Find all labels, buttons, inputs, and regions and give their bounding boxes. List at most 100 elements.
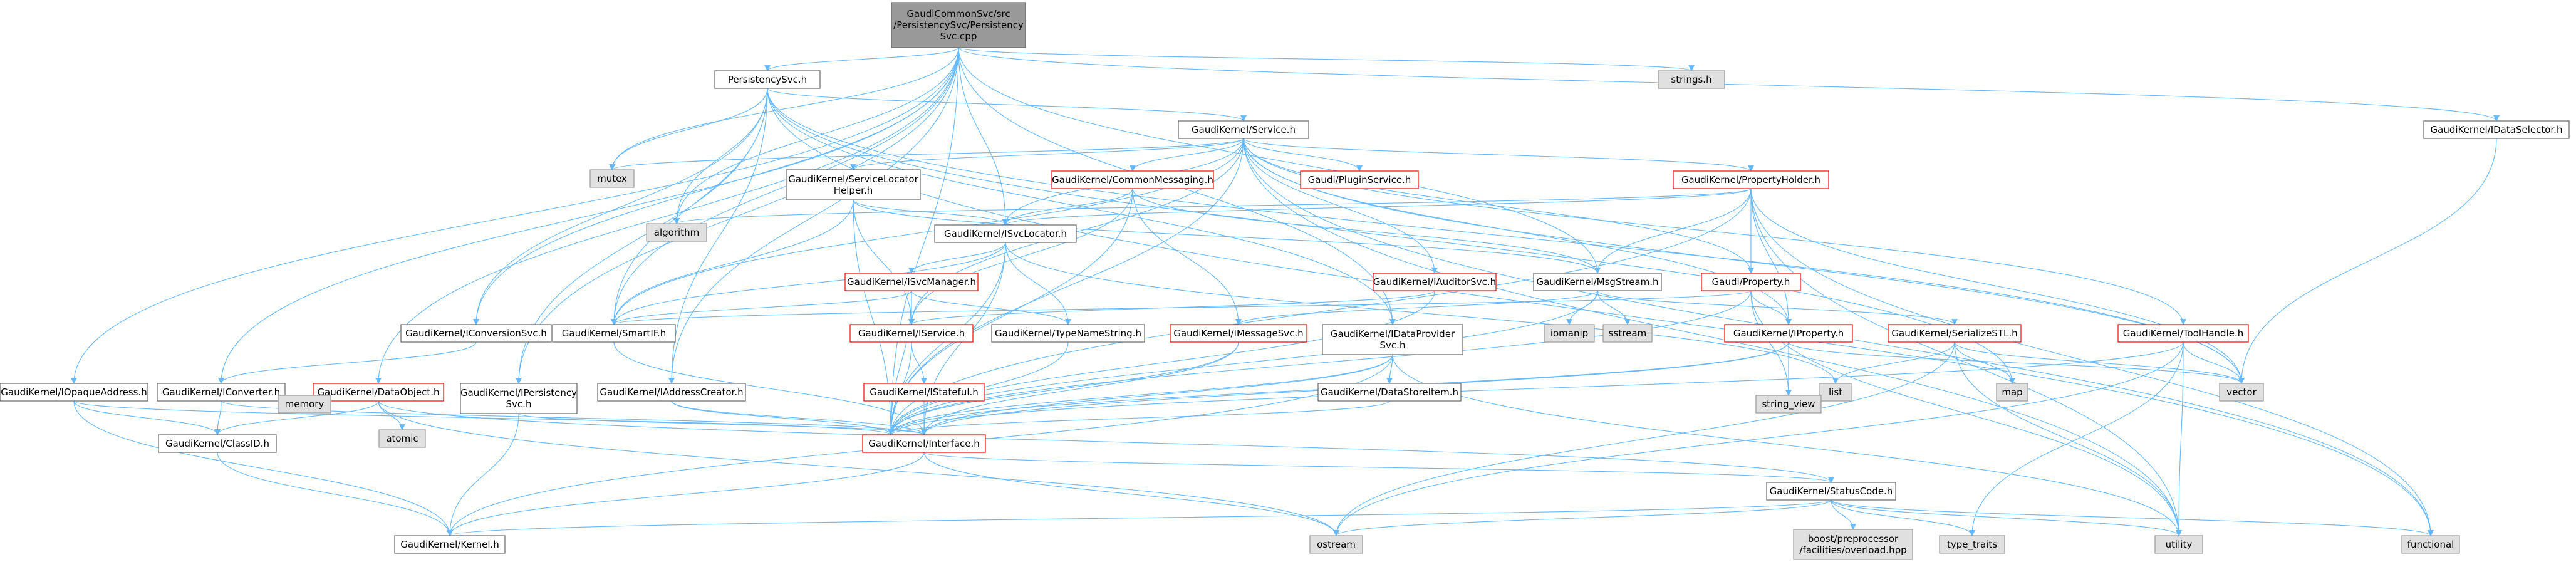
node-utility-label: utility — [2166, 539, 2193, 550]
edge-propertyholder-to-isvclocator — [1002, 188, 1752, 226]
node-toolhandle[interactable]: GaudiKernel/ToolHandle.h — [2117, 324, 2249, 343]
node-interface[interactable]: GaudiKernel/Interface.h — [862, 434, 986, 453]
node-list-label: list — [1829, 387, 1842, 398]
node-iopaqueaddress[interactable]: GaudiKernel/IOpaqueAddress.h — [0, 383, 148, 402]
node-kernel-label: GaudiKernel/Kernel.h — [400, 539, 499, 550]
node-iauditorsvc[interactable]: GaudiKernel/IAuditorSvc.h — [1373, 273, 1497, 291]
node-iaddresscreator-label: GaudiKernel/IAddressCreator.h — [600, 387, 743, 398]
edge-isvcmanager-to-typenamestring — [911, 290, 1071, 325]
edge-toolhandle-to-type_traits — [1969, 341, 2184, 536]
edge-toolhandle-to-ostream — [1333, 341, 2184, 536]
node-service[interactable]: GaudiKernel/Service.h — [1178, 120, 1309, 139]
node-pluginservice-box — [1300, 170, 1419, 189]
edge-smartif-to-interface — [613, 341, 927, 435]
node-idataselector-box — [2423, 120, 2570, 139]
node-type_traits-box — [1939, 535, 2005, 554]
node-iauditorsvc-box — [1373, 273, 1497, 291]
node-commonmessaging-label: GaudiKernel/CommonMessaging.h — [1052, 174, 1213, 185]
edge-serializestl-to-list — [1832, 341, 1955, 384]
node-serializestl-box — [1888, 324, 2022, 343]
node-pluginservice[interactable]: Gaudi/PluginService.h — [1300, 170, 1419, 189]
node-serializestl[interactable]: GaudiKernel/SerializeSTL.h — [1888, 324, 2022, 343]
node-functional-label: functional — [2407, 539, 2454, 550]
edge-isvcmanager-to-string — [888, 290, 912, 435]
node-root[interactable]: GaudiCommonSvc/src/PersistencySvc/Persis… — [891, 2, 1026, 48]
node-istateful[interactable]: GaudiKernel/IStateful.h — [863, 383, 985, 402]
node-mutex: mutex — [589, 169, 635, 188]
edge-propertyholder-to-iproperty — [1750, 188, 1792, 325]
edge-svclocatorhelper-to-isvclocator — [853, 199, 1009, 226]
edge-statuscode-to-ostream — [1333, 499, 1832, 536]
node-classid[interactable]: GaudiKernel/ClassID.h — [158, 434, 277, 453]
node-iproperty[interactable]: GaudiKernel/IProperty.h — [1724, 324, 1853, 343]
edge-persistency-to-algorithm — [673, 88, 768, 224]
edge-isvcmanager-to-smartif — [611, 290, 912, 325]
node-pluginservice-label: Gaudi/PluginService.h — [1308, 174, 1411, 185]
node-idataselector-label: GaudiKernel/IDataSelector.h — [2431, 124, 2563, 135]
node-msgstream-label: GaudiKernel/MsgStream.h — [1536, 276, 1658, 288]
node-vector-label: vector — [2226, 387, 2257, 398]
node-isvclocator-box — [934, 224, 1077, 243]
node-iservice-box — [849, 324, 974, 343]
node-dataobject-box — [313, 383, 444, 402]
node-typenamestring[interactable]: GaudiKernel/TypeNameString.h — [991, 324, 1145, 343]
node-dataobject[interactable]: GaudiKernel/DataObject.h — [313, 383, 444, 402]
node-statuscode-label: GaudiKernel/StatusCode.h — [1770, 486, 1893, 497]
edge-persistency-to-mutex — [609, 88, 768, 170]
node-svclocatorhelper-box — [786, 169, 921, 200]
node-list-box — [1819, 383, 1852, 402]
node-iconversionsvc[interactable]: GaudiKernel/IConversionSvc.h — [400, 324, 552, 343]
node-isvcmanager-label: GaudiKernel/ISvcManager.h — [847, 276, 976, 288]
edge-service-to-iauditorsvc — [1243, 138, 1438, 274]
node-utility-box — [2154, 535, 2203, 554]
edge-datastoreitem-to-string — [888, 400, 1390, 435]
node-string_view: string_view — [1755, 395, 1822, 414]
node-idataselector[interactable]: GaudiKernel/IDataSelector.h — [2423, 120, 2570, 139]
edge-msgstream-to-serializestl — [1597, 290, 1958, 325]
node-persistency[interactable]: PersistencySvc.h — [714, 70, 821, 89]
node-iconversionsvc-box — [400, 324, 552, 343]
edge-interface-to-kernel — [447, 452, 925, 536]
node-iproperty-label: GaudiKernel/IProperty.h — [1733, 328, 1844, 339]
node-commonmessaging[interactable]: GaudiKernel/CommonMessaging.h — [1051, 170, 1214, 189]
edge-propertyholder-to-utility — [1750, 188, 2182, 536]
node-type_traits-label: type_traits — [1947, 539, 1997, 551]
node-memory-label: memory — [285, 398, 325, 410]
node-isvclocator[interactable]: GaudiKernel/ISvcLocator.h — [934, 224, 1077, 243]
node-iaddresscreator[interactable]: GaudiKernel/IAddressCreator.h — [597, 383, 746, 402]
node-msgstream[interactable]: GaudiKernel/MsgStream.h — [1533, 273, 1662, 291]
edge-service-to-string — [888, 138, 1244, 435]
edge-service-to-propertyholder — [1243, 138, 1754, 172]
edge-interface-to-statuscode — [923, 452, 1834, 483]
node-datastoreitem[interactable]: GaudiKernel/DataStoreItem.h — [1317, 383, 1462, 402]
node-isvcmanager[interactable]: GaudiKernel/ISvcManager.h — [844, 273, 979, 291]
node-interface-label: GaudiKernel/Interface.h — [868, 438, 980, 449]
node-gproperty[interactable]: Gaudi/Property.h — [1701, 273, 1801, 291]
node-iservice[interactable]: GaudiKernel/IService.h — [849, 324, 974, 343]
node-datastoreitem-label: GaudiKernel/DataStoreItem.h — [1321, 387, 1458, 398]
node-propertyholder[interactable]: GaudiKernel/PropertyHolder.h — [1673, 170, 1829, 189]
node-kernel[interactable]: GaudiKernel/Kernel.h — [394, 535, 506, 554]
node-iconverter[interactable]: GaudiKernel/IConverter.h — [157, 383, 286, 402]
node-mutex-box — [589, 169, 635, 188]
node-sstream-box — [1602, 324, 1653, 343]
edge-root-to-string — [888, 47, 959, 435]
edge-gproperty-to-string_view — [1750, 290, 1792, 396]
edge-iopaqueaddress-to-kernel — [73, 400, 453, 536]
node-smartif[interactable]: GaudiKernel/SmartIF.h — [552, 324, 676, 343]
node-imessagesvc-label: GaudiKernel/IMessageSvc.h — [1173, 328, 1303, 339]
node-statuscode[interactable]: GaudiKernel/StatusCode.h — [1766, 482, 1896, 501]
edge-service-to-mutex — [609, 138, 1244, 170]
edge-statuscode-to-functional — [1831, 499, 2434, 536]
edge-root-to-idataselector — [958, 47, 2500, 122]
node-typenamestring-label: GaudiKernel/TypeNameString.h — [995, 328, 1141, 339]
edge-dataobject-to-classid — [214, 400, 379, 435]
edge-toolhandle-to-vector — [2183, 341, 2245, 384]
node-imessagesvc[interactable]: GaudiKernel/IMessageSvc.h — [1170, 324, 1307, 343]
edge-root-to-iconverter — [218, 47, 959, 384]
node-strings-box — [1658, 70, 1725, 89]
node-serializestl-label: GaudiKernel/SerializeSTL.h — [1891, 328, 2017, 339]
